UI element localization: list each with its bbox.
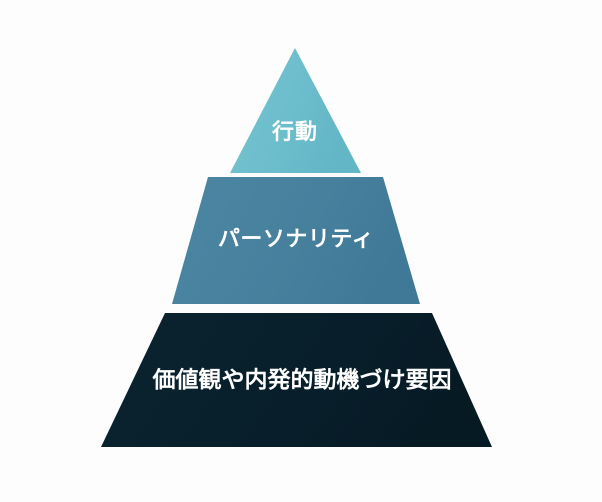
pyramid-tier-3-values[interactable] — [101, 313, 492, 447]
pyramid-tier-1-behavior[interactable] — [230, 48, 361, 173]
pyramid-tier-2-personality[interactable] — [172, 177, 420, 304]
